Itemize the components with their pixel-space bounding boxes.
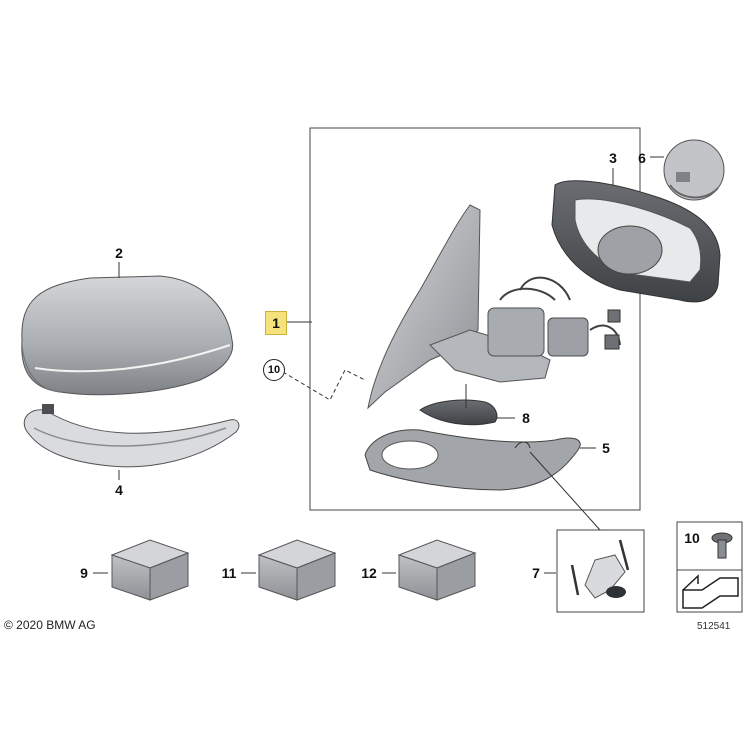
- callout-6[interactable]: 6: [638, 150, 646, 166]
- leader-dashed-10: [282, 369, 366, 401]
- callout-8[interactable]: 8: [522, 410, 530, 426]
- callout-12[interactable]: 12: [361, 565, 377, 581]
- diagram-id: 512541: [697, 621, 731, 632]
- assembly-frame: [309, 127, 641, 511]
- turn-indicator-part[interactable]: [23, 404, 240, 468]
- callout-7[interactable]: 7: [532, 565, 540, 581]
- lower-trim-part[interactable]: [364, 429, 581, 491]
- callout-2[interactable]: 2: [115, 245, 123, 261]
- mirror-actuator-part[interactable]: [663, 139, 725, 201]
- callout-10[interactable]: 10: [684, 530, 700, 546]
- leader-lines: [93, 156, 664, 574]
- copyright-text: © 2020 BMW AG: [4, 618, 96, 632]
- callout-11[interactable]: 11: [221, 565, 237, 581]
- callout-4[interactable]: 4: [115, 482, 123, 498]
- bracket-kit-part[interactable]: [556, 529, 645, 613]
- base-cover-part[interactable]: [419, 384, 498, 426]
- callout-10-circled[interactable]: 10: [263, 359, 285, 381]
- kit-box-11[interactable]: [257, 539, 337, 601]
- mirror-motor-wiring[interactable]: [487, 276, 621, 357]
- mirror-base-arm[interactable]: [367, 204, 551, 410]
- mirror-glass-part[interactable]: [551, 180, 721, 303]
- callout-9[interactable]: 9: [80, 565, 88, 581]
- direction-arrow-icon: [682, 574, 739, 609]
- callout-1[interactable]: 1: [265, 311, 287, 335]
- kit-box-9[interactable]: [110, 539, 190, 601]
- callout-3[interactable]: 3: [609, 150, 617, 166]
- callout-5[interactable]: 5: [602, 440, 610, 456]
- kit-box-12[interactable]: [397, 539, 477, 601]
- mirror-cap-part[interactable]: [21, 275, 234, 396]
